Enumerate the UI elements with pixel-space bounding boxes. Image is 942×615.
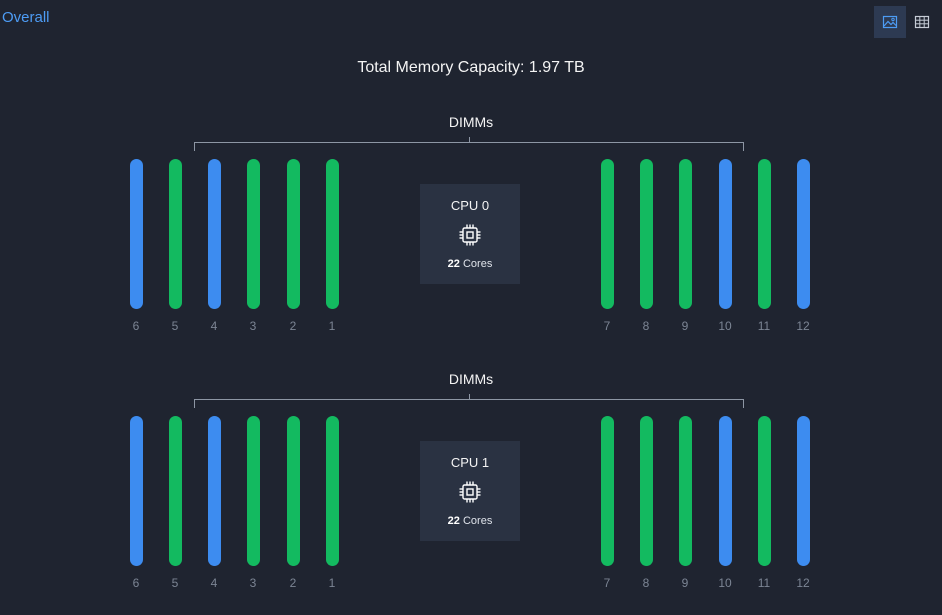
cpu-group: DIMMs 6 5 4 3 2 1 7 8 9 10 11 12 CPU 0 22 Cores — [0, 114, 942, 344]
dimm-slot-9[interactable] — [678, 416, 692, 566]
dimm-slot-12[interactable] — [796, 416, 810, 566]
dimm-slot-3[interactable] — [246, 416, 260, 566]
dimm-slot-4[interactable] — [207, 159, 221, 309]
dimm-slot-number: 8 — [642, 576, 650, 590]
overall-link[interactable]: Overall — [2, 9, 50, 26]
cpu-cores-label: Cores — [459, 258, 493, 270]
table-view-button[interactable] — [906, 6, 938, 38]
cpu-name: CPU 1 — [450, 455, 490, 470]
dimm-slot-1[interactable] — [325, 159, 339, 309]
dimm-slot-number: 7 — [603, 319, 611, 333]
dimm-slot-11[interactable] — [757, 416, 771, 566]
dimm-slot-number: 11 — [757, 319, 771, 333]
dimm-slot-number: 5 — [171, 319, 179, 333]
dimm-slot-2[interactable] — [286, 416, 300, 566]
dimm-slot-number: 9 — [681, 576, 689, 590]
cpu-chip-icon — [459, 224, 481, 246]
dimm-slot-4[interactable] — [207, 416, 221, 566]
dimm-slot-1[interactable] — [325, 416, 339, 566]
dimm-slot-10[interactable] — [718, 159, 732, 309]
table-icon — [914, 15, 930, 29]
dimm-slot-number: 4 — [210, 319, 218, 333]
cpu-card[interactable]: CPU 0 22 Cores — [420, 184, 520, 284]
dimm-slot-9[interactable] — [678, 159, 692, 309]
dimm-slot-7[interactable] — [600, 159, 614, 309]
dimm-slot-number: 11 — [757, 576, 771, 590]
dimm-slot-number: 2 — [289, 319, 297, 333]
dimm-slot-number: 1 — [328, 319, 336, 333]
dimm-slot-number: 1 — [328, 576, 336, 590]
dimm-slot-2[interactable] — [286, 159, 300, 309]
dimm-slot-5[interactable] — [168, 416, 182, 566]
cpu-group: DIMMs 6 5 4 3 2 1 7 8 9 10 11 12 CPU 1 22 Cores — [0, 371, 942, 601]
cpu-cores-count: 22 — [447, 258, 460, 270]
dimm-slot-7[interactable] — [600, 416, 614, 566]
dimm-slot-number: 12 — [796, 319, 810, 333]
dimm-slot-number: 5 — [171, 576, 179, 590]
dimm-slot-number: 12 — [796, 576, 810, 590]
dimms-label: DIMMs — [448, 371, 494, 387]
dimm-slot-number: 2 — [289, 576, 297, 590]
dimms-bracket — [194, 394, 744, 408]
dimms-bracket — [194, 137, 744, 151]
cpu-cores: 22 Cores — [420, 258, 520, 270]
cpu-chip-icon — [459, 481, 481, 503]
cpu-card[interactable]: CPU 1 22 Cores — [420, 441, 520, 541]
view-toggle — [874, 6, 938, 38]
dimm-slot-number: 10 — [718, 319, 732, 333]
dimm-slot-5[interactable] — [168, 159, 182, 309]
cpu-cores-count: 22 — [447, 515, 460, 527]
image-view-button[interactable] — [874, 6, 906, 38]
cpu-cores: 22 Cores — [420, 515, 520, 527]
dimm-slot-number: 4 — [210, 576, 218, 590]
dimm-slot-8[interactable] — [639, 159, 653, 309]
dimm-slot-number: 9 — [681, 319, 689, 333]
dimm-slot-number: 3 — [249, 319, 257, 333]
image-icon — [882, 15, 898, 29]
dimm-slot-number: 6 — [132, 319, 140, 333]
total-memory-capacity: Total Memory Capacity: 1.97 TB — [357, 59, 585, 76]
dimm-slot-number: 3 — [249, 576, 257, 590]
dimms-label: DIMMs — [448, 114, 494, 130]
dimm-slot-11[interactable] — [757, 159, 771, 309]
dimm-slot-number: 7 — [603, 576, 611, 590]
dimm-slot-10[interactable] — [718, 416, 732, 566]
dimm-slot-3[interactable] — [246, 159, 260, 309]
dimm-slot-number: 10 — [718, 576, 732, 590]
cpu-name: CPU 0 — [450, 198, 490, 213]
dimm-slot-12[interactable] — [796, 159, 810, 309]
cpu-cores-label: Cores — [459, 515, 493, 527]
dimm-slot-8[interactable] — [639, 416, 653, 566]
dimm-slot-6[interactable] — [129, 416, 143, 566]
dimm-slot-6[interactable] — [129, 159, 143, 309]
dimm-slot-number: 8 — [642, 319, 650, 333]
dimm-slot-number: 6 — [132, 576, 140, 590]
